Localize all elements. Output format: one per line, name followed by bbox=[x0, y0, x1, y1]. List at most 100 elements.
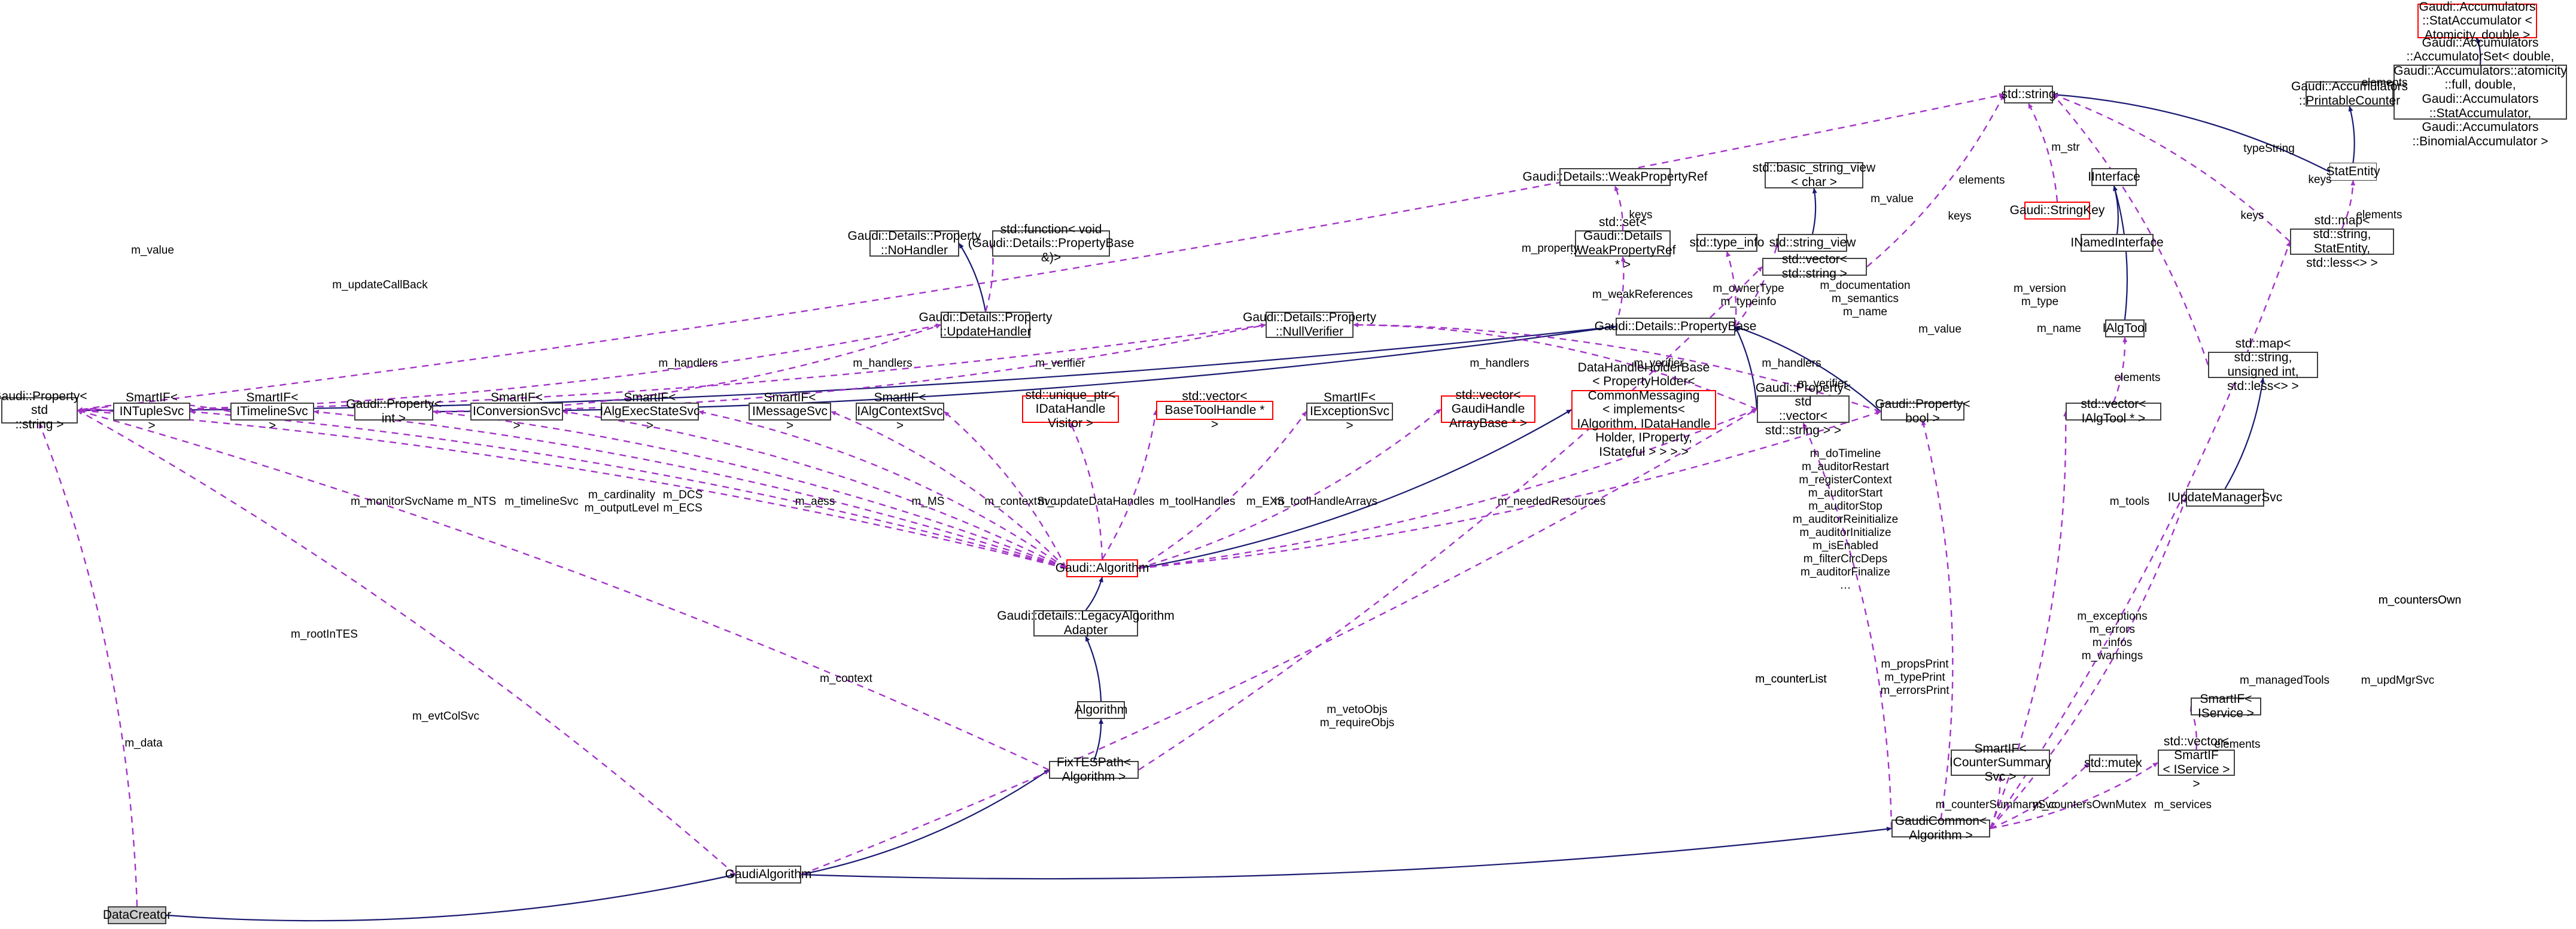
edge-label: m_handlers bbox=[658, 357, 718, 370]
class-node-propbool[interactable]: Gaudi::Property< bool > bbox=[1875, 397, 1970, 425]
edge bbox=[433, 409, 1067, 569]
class-node-smartexc[interactable]: SmartIF< IExceptionSvc > bbox=[1306, 391, 1393, 432]
class-node-propertybase[interactable]: Gaudi::Details::PropertyBase bbox=[1595, 318, 1756, 336]
edge-label: m_verifier bbox=[1035, 357, 1085, 370]
class-node-stringview[interactable]: std::string_view bbox=[1769, 234, 1856, 252]
class-node-smartiservice[interactable]: SmartIF< IService > bbox=[2191, 692, 2261, 720]
edge-label: m_timelineSvc bbox=[504, 495, 579, 508]
edge-label: m_updMgrSvc bbox=[2361, 674, 2435, 687]
edge bbox=[77, 409, 736, 875]
class-node-propstring[interactable]: Gaudi::Property< std ::string > bbox=[0, 389, 87, 431]
edge-label: elements bbox=[2356, 209, 2402, 221]
class-node-vecbasetool[interactable]: std::vector< BaseToolHandle * > bbox=[1156, 389, 1273, 431]
edge bbox=[1138, 409, 1441, 569]
class-node-ialgtool[interactable]: IAlgTool bbox=[2103, 319, 2147, 337]
edge-label: m_countersOwn bbox=[2378, 594, 2462, 607]
class-node-stataccum[interactable]: Gaudi::Accumulators ::StatAccumulator < … bbox=[2417, 0, 2537, 42]
edge bbox=[801, 408, 1757, 876]
edge-label: m_cardinality m_outputLevel bbox=[584, 489, 659, 515]
edge-label: m_documentation m_semantics m_name bbox=[1820, 279, 1911, 319]
edge-label: m_context bbox=[820, 672, 872, 685]
class-node-stdstring[interactable]: std::string bbox=[2001, 86, 2056, 103]
edge-label: m_counterList bbox=[1755, 673, 1827, 686]
edge-label: keys bbox=[1629, 209, 1653, 221]
class-node-smartcountersum[interactable]: SmartIF< ICounterSummary Svc > bbox=[1949, 741, 2052, 784]
edge bbox=[944, 411, 1067, 569]
class-node-smarttimeline[interactable]: SmartIF< ITimelineSvc > bbox=[230, 391, 314, 432]
edge-label: m_propsPrint m_typePrint m_errorsPrint bbox=[1880, 658, 1950, 697]
edge-label: m_updateDataHandles bbox=[1038, 495, 1155, 508]
edge-label: m_property bbox=[1521, 242, 1580, 255]
edge bbox=[698, 410, 1067, 569]
class-node-propnohandler[interactable]: Gaudi::Details::Property ::NoHandler bbox=[847, 229, 981, 257]
class-node-vecstring[interactable]: std::vector< std::string > bbox=[1762, 252, 1867, 281]
edge-label: m_monitorSvcName bbox=[350, 495, 454, 508]
edge bbox=[1069, 422, 1103, 560]
class-node-algorithm[interactable]: Algorithm bbox=[1075, 701, 1127, 719]
class-node-smartmsg[interactable]: SmartIF< IMessageSvc > bbox=[749, 391, 831, 432]
class-node-mutex[interactable]: std::mutex bbox=[2084, 754, 2142, 772]
class-node-uniqueptrvisitor[interactable]: std::unique_ptr< IDataHandle Visitor > bbox=[1022, 388, 1119, 430]
class-node-mapstrint[interactable]: std::map< std::string, unsigned int, std… bbox=[2208, 337, 2318, 393]
edge-label: keys bbox=[1948, 210, 1972, 223]
edge bbox=[1811, 188, 1817, 234]
class-node-datahandleholder[interactable]: DataHandleHolderBase < PropertyHolder< C… bbox=[1571, 361, 1716, 459]
edge bbox=[38, 423, 138, 907]
class-node-propint[interactable]: Gaudi::Property< int > bbox=[346, 397, 442, 425]
class-node-basicstringview[interactable]: std::basic_string_view < char > bbox=[1752, 161, 1876, 189]
edge bbox=[1735, 326, 1758, 410]
edge-label: m_data bbox=[124, 737, 163, 750]
edge-label: elements bbox=[2114, 371, 2161, 384]
class-node-smartalgctx[interactable]: SmartIF< IAlgContextSvc > bbox=[856, 391, 944, 432]
class-node-iupdatemgr[interactable]: IUpdateManagerSvc bbox=[2168, 489, 2282, 507]
edge bbox=[1085, 577, 1103, 611]
edge-label: m_exceptions m_errors m_infos m_warnings bbox=[2077, 610, 2148, 663]
class-node-iinterface[interactable]: IInterface bbox=[2088, 168, 2140, 186]
class-node-propvecstring[interactable]: Gaudi::Property< std ::vector< std::stri… bbox=[1755, 380, 1851, 437]
class-node-smartntuple[interactable]: SmartIF< INTupleSvc > bbox=[113, 391, 190, 432]
edge-label: m_countersOwnMutex bbox=[2032, 799, 2147, 811]
edge-label: m_neededResources bbox=[1497, 495, 1606, 508]
edge-label: m_MS bbox=[911, 495, 945, 508]
class-node-propnullverifier[interactable]: Gaudi::Details::Property ::NullVerifier bbox=[1243, 310, 1376, 339]
edge-label: m_NTS bbox=[457, 495, 497, 508]
class-node-legacyadapter[interactable]: Gaudi::details::LegacyAlgorithm Adapter bbox=[997, 609, 1175, 637]
edge-label: m_value bbox=[131, 244, 174, 257]
class-node-statentity[interactable]: StatEntity bbox=[2326, 163, 2380, 181]
edge-label: m_aess bbox=[795, 495, 835, 508]
class-node-smartalgexec[interactable]: SmartIF< IAlgExecStateSvc > bbox=[600, 390, 700, 432]
edge bbox=[1138, 409, 1572, 569]
edge-label: m_doTimeline m_auditorRestart m_register… bbox=[1792, 447, 1899, 592]
class-node-vecgaudihandle[interactable]: std::vector< GaudiHandle ArrayBase * > bbox=[1441, 388, 1535, 430]
class-node-gaudicommon[interactable]: GaudiCommon< Algorithm > bbox=[1891, 814, 1990, 842]
class-node-weakpropref[interactable]: Gaudi::Details::WeakPropertyRef bbox=[1523, 168, 1707, 186]
edge-label: elements bbox=[1958, 174, 2005, 187]
class-node-vecialgtool[interactable]: std::vector< IAlgTool * > bbox=[2066, 397, 2161, 425]
edge-label: m_verifier bbox=[1634, 357, 1684, 370]
class-node-stdfunction[interactable]: std::function< void (Gaudi::Details::Pro… bbox=[968, 222, 1135, 264]
edge-label: keys bbox=[2308, 173, 2332, 186]
class-node-gaudialgorithm[interactable]: Gaudi::Algorithm bbox=[1056, 559, 1149, 577]
edge-label: m_managedTools bbox=[2240, 674, 2329, 687]
class-node-mapstrstatentity[interactable]: std::map< std::string, StatEntity, std::… bbox=[2290, 214, 2394, 270]
edge bbox=[2052, 92, 2330, 172]
class-node-namedinterface[interactable]: INamedInterface bbox=[2070, 234, 2164, 252]
edge bbox=[166, 873, 736, 922]
edge bbox=[1093, 718, 1104, 762]
class-node-smartconv[interactable]: SmartIF< IConversionSvc > bbox=[470, 391, 563, 432]
edge bbox=[801, 769, 1050, 876]
edge-label: m_name bbox=[2037, 322, 2081, 335]
edge bbox=[1138, 411, 1307, 569]
class-node-propupdatehandler[interactable]: Gaudi::Details::Property ::UpdateHandler bbox=[919, 310, 1053, 339]
class-node-typeinfo[interactable]: std::type_info bbox=[1690, 234, 1764, 252]
class-node-stringkey[interactable]: Gaudi::StringKey bbox=[2010, 202, 2104, 220]
class-node-gaudialgo[interactable]: GaudiAlgorithm bbox=[725, 866, 811, 884]
edge-label: m_verifier bbox=[1798, 377, 1848, 390]
class-node-datacreator[interactable]: DataCreator bbox=[103, 906, 171, 924]
class-node-setweakprop[interactable]: std::set< Gaudi::Details ::WeakPropertyR… bbox=[1570, 215, 1676, 272]
class-node-vecsmartiservice[interactable]: std::vector< SmartIF < IService > > bbox=[2158, 735, 2235, 791]
class-node-fixtespath[interactable]: FixTESPath< Algorithm > bbox=[1049, 756, 1139, 784]
edge bbox=[2224, 377, 2265, 489]
class-node-accumset[interactable]: Gaudi::Accumulators ::AccumulatorSet< do… bbox=[2393, 35, 2567, 148]
